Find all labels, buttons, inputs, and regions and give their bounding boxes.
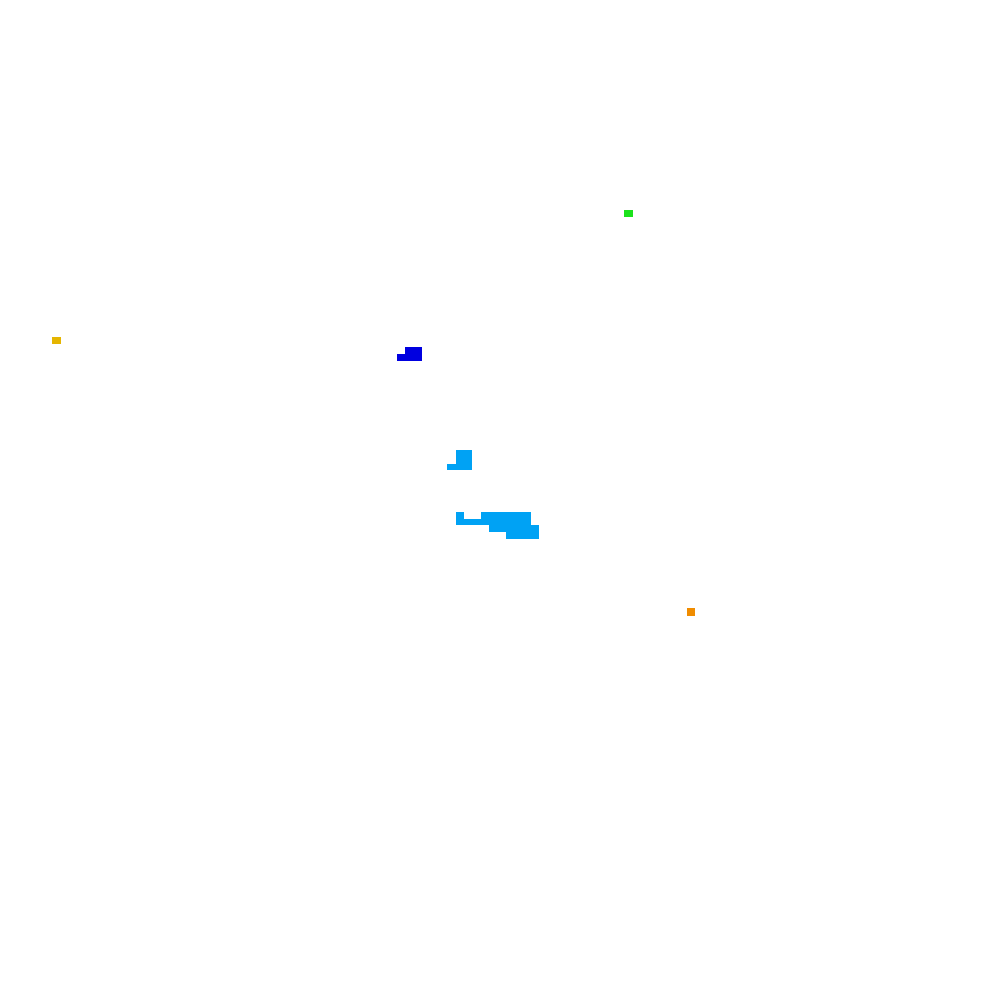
light-blue-pixel xyxy=(447,464,472,470)
orange-pixel xyxy=(687,608,695,616)
green-pixel xyxy=(624,210,633,217)
light-blue-pixel xyxy=(456,519,531,525)
dark-blue-pixel xyxy=(397,354,422,361)
light-blue-pixel xyxy=(456,512,464,519)
light-blue-pixel xyxy=(506,525,539,539)
yellow-pixel xyxy=(52,337,61,344)
light-blue-pixel xyxy=(456,450,472,464)
light-blue-pixel xyxy=(481,512,531,519)
dark-blue-pixel xyxy=(405,347,422,354)
